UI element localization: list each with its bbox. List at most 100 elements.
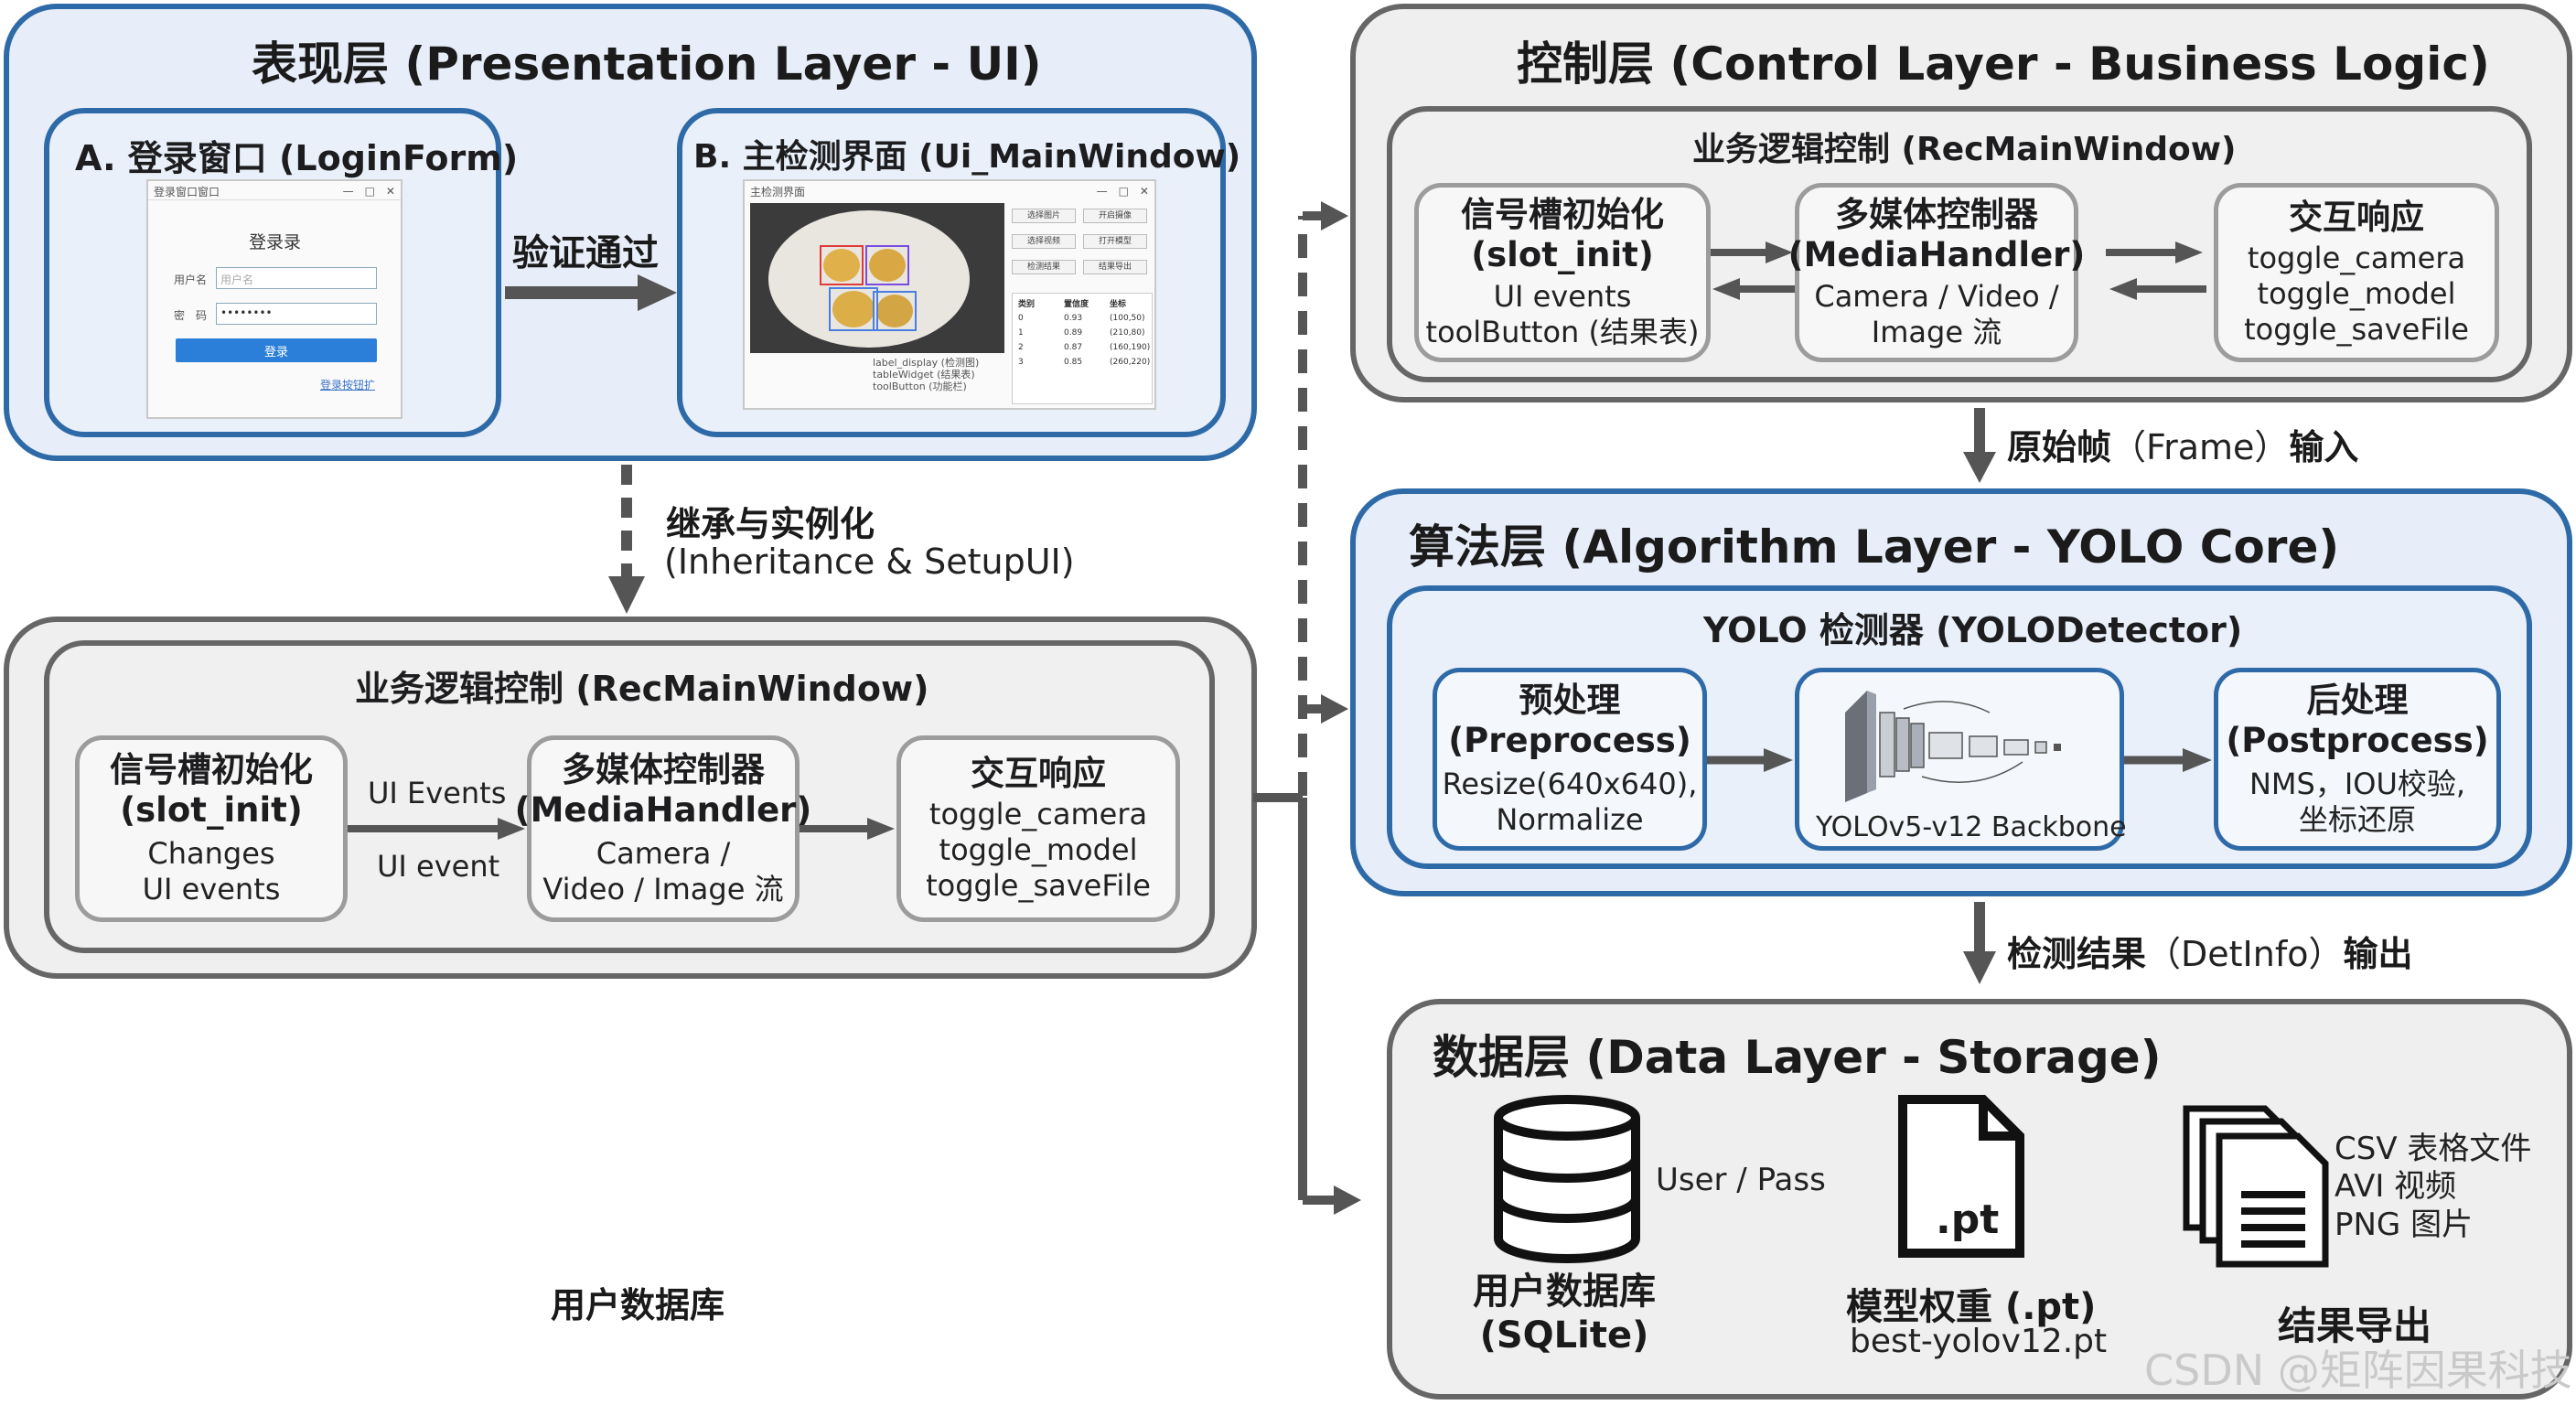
layer-connectors bbox=[1253, 201, 1361, 1215]
table-cell: 0 bbox=[1018, 314, 1024, 323]
db-label: 用户数据库 (SQLite) bbox=[1473, 1271, 1656, 1357]
frame-input-label: 原始帧（Frame）输入 bbox=[2007, 427, 2359, 467]
login-window-title: 登录窗口窗口 bbox=[154, 186, 220, 198]
network-architecture-icon bbox=[1845, 691, 2061, 802]
main-toolbar-button[interactable]: 选择视频 bbox=[1012, 234, 1076, 249]
username-input[interactable]: 用户名 bbox=[216, 267, 377, 289]
watermark: CSDN @矩阵因果科技 bbox=[2144, 1346, 2572, 1395]
documents-icon bbox=[2183, 1105, 2329, 1268]
db-note: User / Pass bbox=[1656, 1162, 1826, 1198]
table-cell: 1 bbox=[1018, 328, 1024, 338]
model-label: 模型权重 (.pt) bbox=[1846, 1286, 2097, 1328]
table-cell: 0.85 bbox=[1064, 358, 1083, 367]
control-interaction-title: 交互响应 bbox=[2289, 197, 2424, 237]
main-toolbar-button[interactable]: 开启摄像 bbox=[1083, 209, 1147, 223]
control-slot-init-box: 信号槽初始化 (slot_init) UI events toolButton … bbox=[1414, 183, 1711, 362]
backbone-box: YOLOv5-v12 Backbone bbox=[1795, 668, 2127, 851]
control-media-box: 多媒体控制器 (MediaHandler) Camera / Video / I… bbox=[1788, 183, 2085, 362]
preprocess-text: Resize(640x640), Normalize bbox=[1442, 766, 1698, 837]
database-icon bbox=[1494, 1095, 1640, 1263]
table-cell: 0.89 bbox=[1064, 328, 1083, 338]
verify-label: 验证通过 bbox=[512, 232, 659, 274]
media-handler-text: Camera / Video / Image 流 bbox=[542, 835, 784, 906]
down-arrow-icon bbox=[1963, 902, 1996, 984]
main-toolbar-button[interactable]: 结果导出 bbox=[1083, 260, 1147, 274]
algorithm-layer-title: 算法层 (Algorithm Layer - YOLO Core) bbox=[1409, 520, 2340, 574]
verify-arrow-icon bbox=[505, 274, 677, 311]
inherit-arrow bbox=[604, 465, 649, 616]
dashed-down-arrow-icon bbox=[608, 465, 645, 614]
table-header-cell: 类别 bbox=[1018, 300, 1036, 309]
yolo-detector-title: YOLO 检测器 (YOLODetector) bbox=[1703, 610, 2243, 650]
det-output-label: 检测结果（DetInfo）输出 bbox=[2007, 934, 2413, 974]
down-arrow-icon bbox=[1963, 408, 1996, 483]
label-display-image bbox=[750, 203, 1004, 353]
slot-to-media-arrow bbox=[348, 817, 527, 841]
postprocess-text: NMS，IOU校验, 坐标还原 bbox=[2249, 766, 2466, 837]
table-cell: (100,50) bbox=[1110, 314, 1145, 323]
table-header-cell: 坐标 bbox=[1110, 300, 1127, 309]
password-label: 密 码 bbox=[174, 309, 208, 322]
logic-left-title: 业务逻辑控制 (RecMainWindow) bbox=[355, 669, 929, 709]
media-handler-box: 多媒体控制器 (MediaHandler) Camera / Video / I… bbox=[515, 735, 811, 922]
verify-arrow bbox=[505, 270, 679, 316]
register-link[interactable]: 登录按钮扩 bbox=[320, 379, 376, 391]
main-window-controls-icon: — □ ✕ bbox=[1096, 185, 1149, 198]
control-slot-init-text: UI events toolButton (结果表) bbox=[1425, 278, 1700, 349]
slot-init-text: Changes UI events bbox=[142, 835, 281, 906]
interaction-text: toggle_camera toggle_model toggle_saveFi… bbox=[926, 797, 1151, 904]
model-file-name: best-yolov12.pt bbox=[1850, 1323, 2108, 1360]
login-panel-title: A. 登录窗口 (LoginForm) bbox=[75, 138, 519, 178]
table-cell: 3 bbox=[1018, 358, 1024, 367]
table-cell: 0.93 bbox=[1064, 314, 1083, 323]
main-toolbar-button[interactable]: 检测结果 bbox=[1012, 260, 1076, 274]
slot-init-box: 信号槽初始化 (slot_init) Changes UI events bbox=[75, 735, 348, 922]
control-inner-title: 业务逻辑控制 (RecMainWindow) bbox=[1692, 131, 2237, 168]
control-media-title: 多媒体控制器 (MediaHandler) bbox=[1787, 195, 2086, 274]
table-cell: 2 bbox=[1018, 343, 1024, 352]
inherit-label-cn: 继承与实例化 bbox=[666, 504, 875, 544]
file-extension: .pt bbox=[1936, 1196, 2000, 1243]
right-arrow-icon bbox=[1707, 748, 1793, 772]
backbone-label: YOLOv5-v12 Backbone bbox=[1816, 811, 2127, 843]
right-arrow-icon bbox=[800, 818, 895, 840]
toolbar-button-grid: 选择图片开启摄像选择视频打开模型检测结果结果导出 bbox=[1012, 203, 1153, 295]
detection-box bbox=[873, 291, 917, 331]
control-slot-init-title: 信号槽初始化 (slot_init) bbox=[1461, 195, 1664, 274]
detection-box bbox=[865, 245, 909, 285]
ui-event-label: UI event bbox=[377, 849, 500, 884]
control-interaction-text: toggle_camera toggle_model toggle_saveFi… bbox=[2244, 241, 2469, 348]
login-window-screenshot: 登录窗口窗口 — □ ✕ 登录录 用户名 用户名 密 码 •••••••• 登录… bbox=[146, 179, 402, 419]
table-cell: (160,190) bbox=[1110, 343, 1151, 352]
main-caption: label_display (检测图) tableWidget (结果表) to… bbox=[873, 357, 980, 392]
right-arrow-icon bbox=[2124, 748, 2212, 772]
main-window-panel-title: B. 主检测界面 (Ui_MainWindow) bbox=[693, 138, 1241, 176]
ui-events-label: UI Events bbox=[368, 776, 507, 810]
detection-box bbox=[829, 287, 878, 331]
password-input[interactable]: •••••••• bbox=[216, 303, 377, 325]
interaction-title: 交互响应 bbox=[971, 753, 1106, 793]
media-to-interaction-arrow bbox=[800, 817, 896, 841]
main-toolbar-button[interactable]: 选择图片 bbox=[1012, 209, 1076, 223]
model-file-icon bbox=[1898, 1095, 2024, 1258]
control-layer-title: 控制层 (Control Layer - Business Logic) bbox=[1517, 38, 2490, 91]
bidirectional-arrow-icon bbox=[2106, 241, 2206, 300]
main-window-title: 主检测界面 bbox=[750, 186, 806, 198]
login-button[interactable]: 登录 bbox=[176, 338, 377, 362]
export-list: CSV 表格文件 AVI 视频 PNG 图片 bbox=[2334, 1131, 2532, 1243]
main-window-screenshot: 主检测界面 — □ ✕ 选择图片开启摄像选择视频打开模型检测结果结果导出 类别置… bbox=[743, 179, 1156, 410]
main-toolbar-button[interactable]: 打开模型 bbox=[1083, 234, 1147, 249]
export-label: 结果导出 bbox=[2278, 1303, 2432, 1348]
media-handler-title: 多媒体控制器 (MediaHandler) bbox=[514, 750, 812, 830]
detection-box bbox=[820, 245, 864, 285]
data-layer-title: 数据层 (Data Layer - Storage) bbox=[1433, 1031, 2162, 1084]
slot-init-title: 信号槽初始化 (slot_init) bbox=[110, 750, 313, 830]
interaction-box: 交互响应 toggle_camera toggle_model toggle_s… bbox=[896, 735, 1180, 922]
footer-label: 用户数据库 bbox=[551, 1285, 725, 1325]
right-arrow-icon bbox=[348, 818, 525, 840]
preprocess-title: 预处理 (Preprocess) bbox=[1448, 681, 1691, 760]
presentation-layer-title: 表现层 (Presentation Layer - UI) bbox=[252, 38, 1042, 91]
table-cell: 0.87 bbox=[1064, 343, 1083, 352]
preprocess-box: 预处理 (Preprocess) Resize(640x640), Normal… bbox=[1433, 668, 1707, 851]
